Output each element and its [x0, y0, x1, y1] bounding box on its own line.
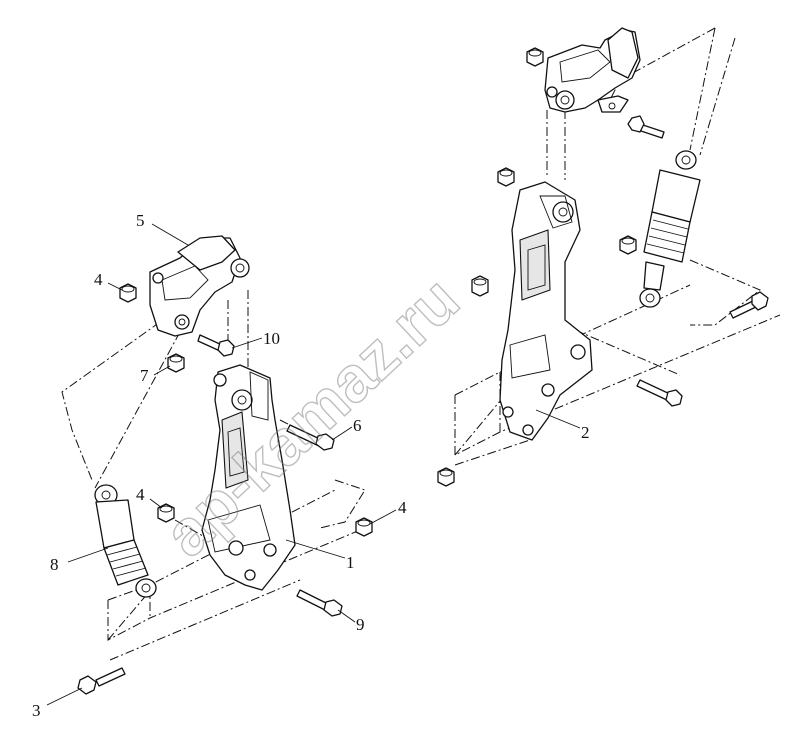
callout-10: 10: [263, 329, 280, 348]
left-shock-absorber: [94, 484, 157, 598]
right-hinge-bracket: [544, 27, 641, 113]
callout-7: 7: [140, 366, 149, 385]
left-hinge-bracket: [149, 235, 250, 337]
right-nut-b: [471, 275, 489, 297]
callout-4-top: 4: [94, 270, 103, 289]
callouts: 1 2 3 4 4 4 5 6 7 8 9 10: [32, 211, 590, 720]
bolt-3: [77, 667, 126, 695]
callout-2: 2: [581, 423, 590, 442]
right-main-bracket: [499, 181, 593, 441]
right-bottom-nut: [437, 467, 455, 487]
left-nut-top: [119, 283, 137, 303]
bolt-10: [197, 334, 235, 357]
left-nut-right: [355, 517, 373, 537]
bolt-6: [286, 424, 335, 451]
callout-9: 9: [356, 615, 365, 634]
right-top-nut: [526, 47, 544, 67]
callout-4-middle: 4: [136, 485, 145, 504]
callout-4-right: 4: [398, 498, 407, 517]
right-hinge-bolt: [627, 115, 665, 139]
callout-1: 1: [346, 553, 355, 572]
right-shock-absorber: [639, 150, 701, 308]
left-main-bracket: [201, 364, 296, 591]
right-nut-c: [619, 235, 637, 255]
left-assembly: [61, 235, 373, 695]
callout-5: 5: [136, 211, 145, 230]
right-long-bolt-lower: [636, 379, 683, 407]
right-nut-a: [497, 167, 515, 187]
callout-3: 3: [32, 701, 41, 720]
callout-8: 8: [50, 555, 59, 574]
left-nut-mid: [157, 503, 175, 523]
bolt-9: [296, 589, 343, 617]
nut-7: [167, 353, 185, 373]
right-assembly: [437, 27, 781, 487]
callout-6: 6: [353, 416, 362, 435]
right-long-bolt-upper: [729, 291, 769, 319]
